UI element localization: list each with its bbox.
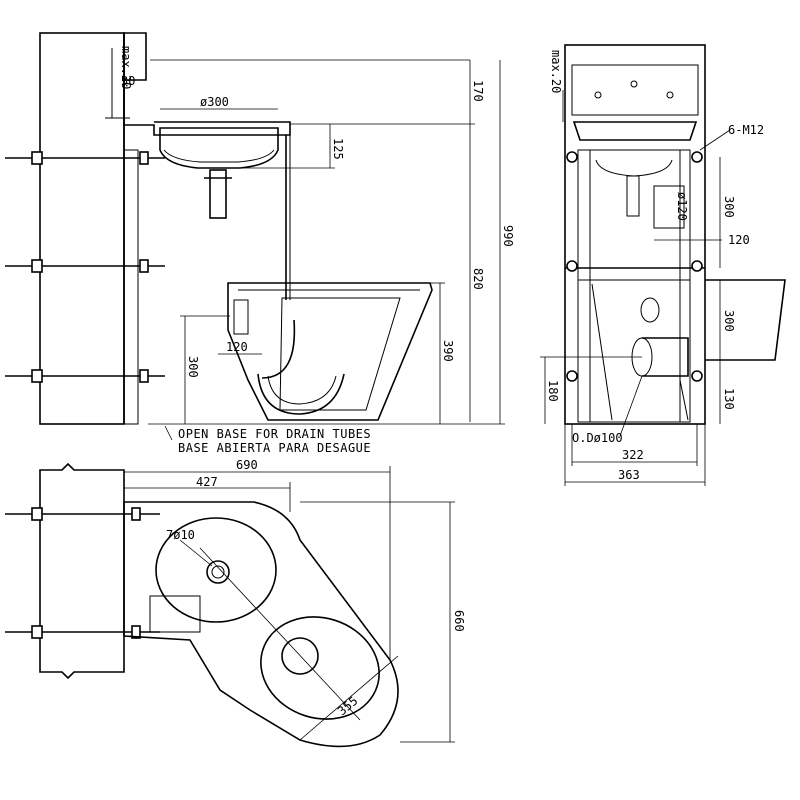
front-view: max.20 6-M12 300 120 ø120 300 180 130 O.… (540, 44, 786, 486)
basin-drain (209, 169, 227, 219)
plan-dim-holes: 7ø10 (166, 528, 195, 542)
front-dim-322: 322 (622, 448, 644, 462)
side-dimensions (148, 59, 505, 425)
dim-990: 990 (501, 225, 515, 247)
mounting-frame (123, 149, 139, 425)
m12-bolts (566, 151, 703, 382)
outlet-pipe (642, 337, 689, 377)
dim-170: 170 (471, 80, 485, 102)
front-dim-120: 120 (728, 233, 750, 247)
front-dimensions (540, 90, 731, 486)
plan-bowl (260, 616, 380, 720)
front-dim-300-upper: 300 (722, 196, 736, 218)
dim-30: 30 (121, 74, 135, 88)
side-view: max.20 30 170 ø300 125 820 990 120 300 3… (5, 32, 515, 455)
front-dim-180: 180 (546, 380, 560, 402)
plan-basin-drain (206, 560, 230, 584)
anchor-bolts (5, 151, 165, 383)
dim-390: 390 (441, 340, 455, 362)
dim-125: 125 (331, 138, 345, 160)
toilet-bowl (227, 282, 433, 421)
plan-dimensions (124, 466, 455, 743)
plan-dim-427: 427 (196, 475, 218, 489)
dim-outlet: O.Dø100 (572, 431, 623, 445)
base-note-es: BASE ABIERTA PARA DESAGUE (178, 441, 371, 455)
plan-view: 690 427 7ø10 660 355 (5, 458, 466, 748)
front-dim-dia120: ø120 (675, 192, 689, 221)
dim-300: 300 (186, 356, 200, 378)
dim-820: 820 (471, 268, 485, 290)
front-dim-363: 363 (618, 468, 640, 482)
wall-section (39, 32, 125, 425)
plan-dim-660: 660 (452, 610, 466, 632)
dim-120: 120 (226, 340, 248, 354)
front-dim-130: 130 (722, 388, 736, 410)
plan-dim-690: 690 (236, 458, 258, 472)
dim-basin-dia: ø300 (200, 95, 229, 109)
front-dim-300-lower: 300 (722, 310, 736, 332)
dim-6-m12: 6-M12 (728, 123, 764, 137)
plan-wall (39, 462, 125, 680)
dim-max20: max.20 (119, 46, 133, 89)
plan-basin (155, 517, 277, 623)
front-basin (572, 121, 698, 141)
front-dim-max20: max.20 (549, 50, 563, 93)
front-panel (564, 44, 706, 425)
base-note-en: OPEN BASE FOR DRAIN TUBES (178, 427, 371, 441)
plan-outline (123, 501, 399, 748)
plan-bowl-outlet (281, 637, 319, 675)
